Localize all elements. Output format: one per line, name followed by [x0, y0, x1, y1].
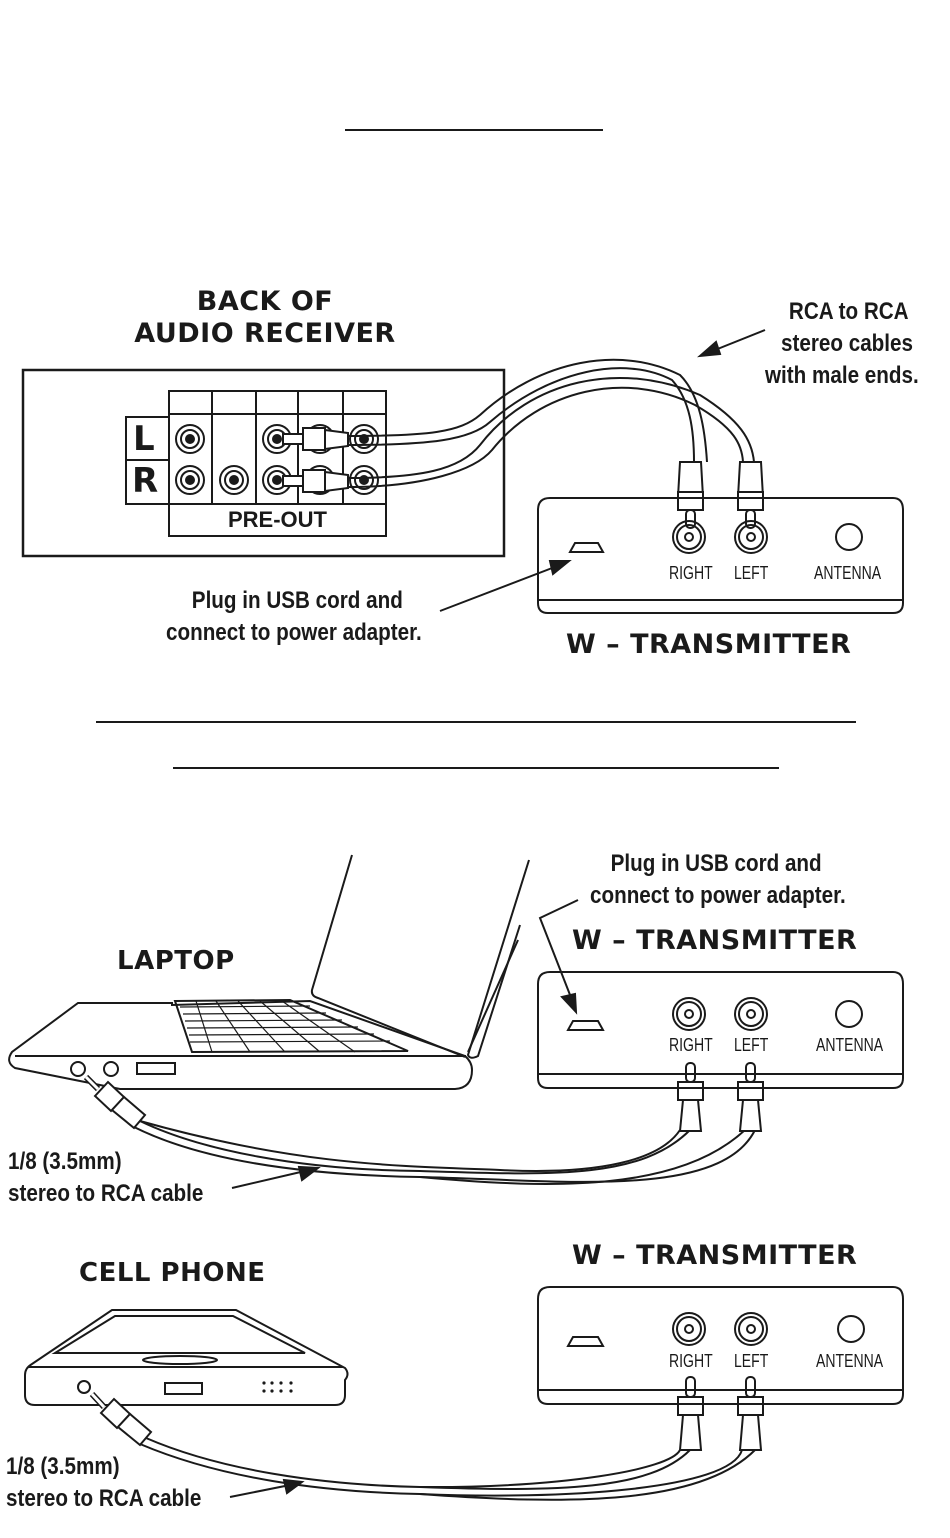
usb-callout-2: Plug in USB cord and connect to power ad…: [590, 848, 846, 912]
t3-left-label: LEFT: [734, 1351, 769, 1371]
phone-screen: [51, 1315, 306, 1354]
antenna-port: [835, 1000, 863, 1028]
phone-speaker-grille: [262, 1381, 293, 1393]
jack-l1: [175, 424, 205, 454]
receiver-title-line2: AUDIO RECEIVER: [134, 318, 396, 349]
usb-callout-2-line1: Plug in USB cord and: [610, 850, 822, 877]
t3-antenna-label: ANTENNA: [816, 1351, 884, 1371]
callout-arrow-cable-3: [229, 1478, 305, 1498]
phone-home-button: [142, 1355, 218, 1365]
receiver-title-line1: BACK OF: [196, 286, 334, 317]
usb-port: [566, 1020, 605, 1031]
laptop-usb-port: [136, 1062, 176, 1075]
receiver-panel: [21, 368, 506, 558]
rca-cables: [347, 358, 755, 488]
receiver-title: BACK OF AUDIO RECEIVER: [100, 286, 430, 350]
laptop-audio-jack-1: [70, 1061, 86, 1077]
phone-charge-port: [164, 1382, 203, 1395]
phone-audio-jack: [77, 1380, 91, 1394]
receiver-connection-diagram: [21, 329, 904, 614]
rca-plug-left: [282, 427, 349, 451]
callout-arrow-cable-2: [231, 1165, 321, 1189]
transmitter-3-title: W – TRANSMITTER: [572, 1240, 858, 1271]
laptop-audio-jack-2: [103, 1061, 119, 1077]
rca-plug-transmitter-right: [676, 461, 705, 529]
phone-body: [24, 1309, 349, 1406]
laptop-keyboard: [173, 998, 409, 1054]
transmitter-2-title: W – TRANSMITTER: [572, 925, 858, 956]
laptop-title: LAPTOP: [117, 946, 235, 976]
rca-plug-t2-left: [737, 1062, 764, 1132]
cable-callout-line2: stereo cables: [781, 330, 913, 357]
channel-left-label: L: [133, 419, 156, 459]
antenna-port: [837, 1315, 865, 1343]
blank-heading-line-1: [345, 129, 603, 131]
usb-callout-1: Plug in USB cord and connect to power ad…: [166, 585, 422, 649]
laptop-drawing: [8, 854, 530, 1090]
blank-heading-line-3: [173, 767, 779, 769]
cable-callout-2-line2: stereo to RCA cable: [8, 1180, 204, 1207]
usb-port: [566, 1336, 605, 1347]
usb-port: [568, 542, 605, 553]
rca-plug-right: [282, 469, 349, 493]
antenna-port: [835, 523, 863, 551]
t2-left-label: LEFT: [734, 1035, 769, 1055]
preout-label: PRE-OUT: [228, 507, 327, 532]
cable-callout-line1: RCA to RCA: [788, 298, 909, 325]
usb-callout-1-line1: Plug in USB cord and: [191, 587, 403, 614]
cable-callout: RCA to RCA stereo cables with male ends.: [765, 296, 919, 392]
jack-grid: [125, 390, 387, 537]
jack-r2: [219, 465, 249, 495]
mini-plug-laptop: [83, 1074, 147, 1130]
rca-plug-t3-right: [677, 1376, 704, 1451]
cable-callout-3: 1/8 (3.5mm) stereo to RCA cable: [6, 1451, 201, 1515]
usb-callout-2-line2: connect to power adapter.: [590, 882, 846, 909]
phone-drawing: [24, 1309, 349, 1406]
callout-arrow-usb: [439, 560, 572, 612]
jack-l5: [349, 424, 379, 454]
t2-antenna-label: ANTENNA: [816, 1035, 884, 1055]
callout-arrow-usb-2: [538, 899, 579, 1015]
transmitter-1-title: W – TRANSMITTER: [566, 629, 852, 660]
laptop-screen: [310, 854, 466, 1058]
usb-callout-1-line2: connect to power adapter.: [166, 619, 422, 646]
blank-heading-line-2: [96, 721, 856, 723]
phone-title: CELL PHONE: [79, 1258, 266, 1288]
jack-r1: [175, 465, 205, 495]
cable-callout-3-line1: 1/8 (3.5mm): [6, 1453, 120, 1480]
cable-callout-2: 1/8 (3.5mm) stereo to RCA cable: [8, 1146, 203, 1210]
callout-arrow-cables: [696, 329, 766, 358]
t3-right-label: RIGHT: [669, 1351, 713, 1371]
transmitter-1-body: [537, 497, 904, 614]
rca-plug-t3-left: [737, 1376, 764, 1451]
mini-plug-phone: [89, 1391, 153, 1447]
transmitter-3-body: [537, 1286, 904, 1405]
t1-left-label: LEFT: [734, 563, 769, 583]
cable-callout-2-line1: 1/8 (3.5mm): [8, 1148, 122, 1175]
phone-cable: [139, 1437, 756, 1501]
laptop-cable: [133, 1120, 756, 1185]
t1-right-label: RIGHT: [669, 563, 713, 583]
t1-antenna-label: ANTENNA: [814, 563, 882, 583]
t2-right-label: RIGHT: [669, 1035, 713, 1055]
transmitter-2-body: [537, 971, 904, 1089]
channel-right-label: R: [132, 461, 159, 501]
cable-callout-3-line2: stereo to RCA cable: [6, 1485, 202, 1512]
cable-callout-line3: with male ends.: [765, 362, 919, 389]
laptop-base: [8, 999, 474, 1090]
rca-plug-t2-right: [677, 1062, 704, 1132]
keyboard-keys: [179, 1000, 391, 1053]
